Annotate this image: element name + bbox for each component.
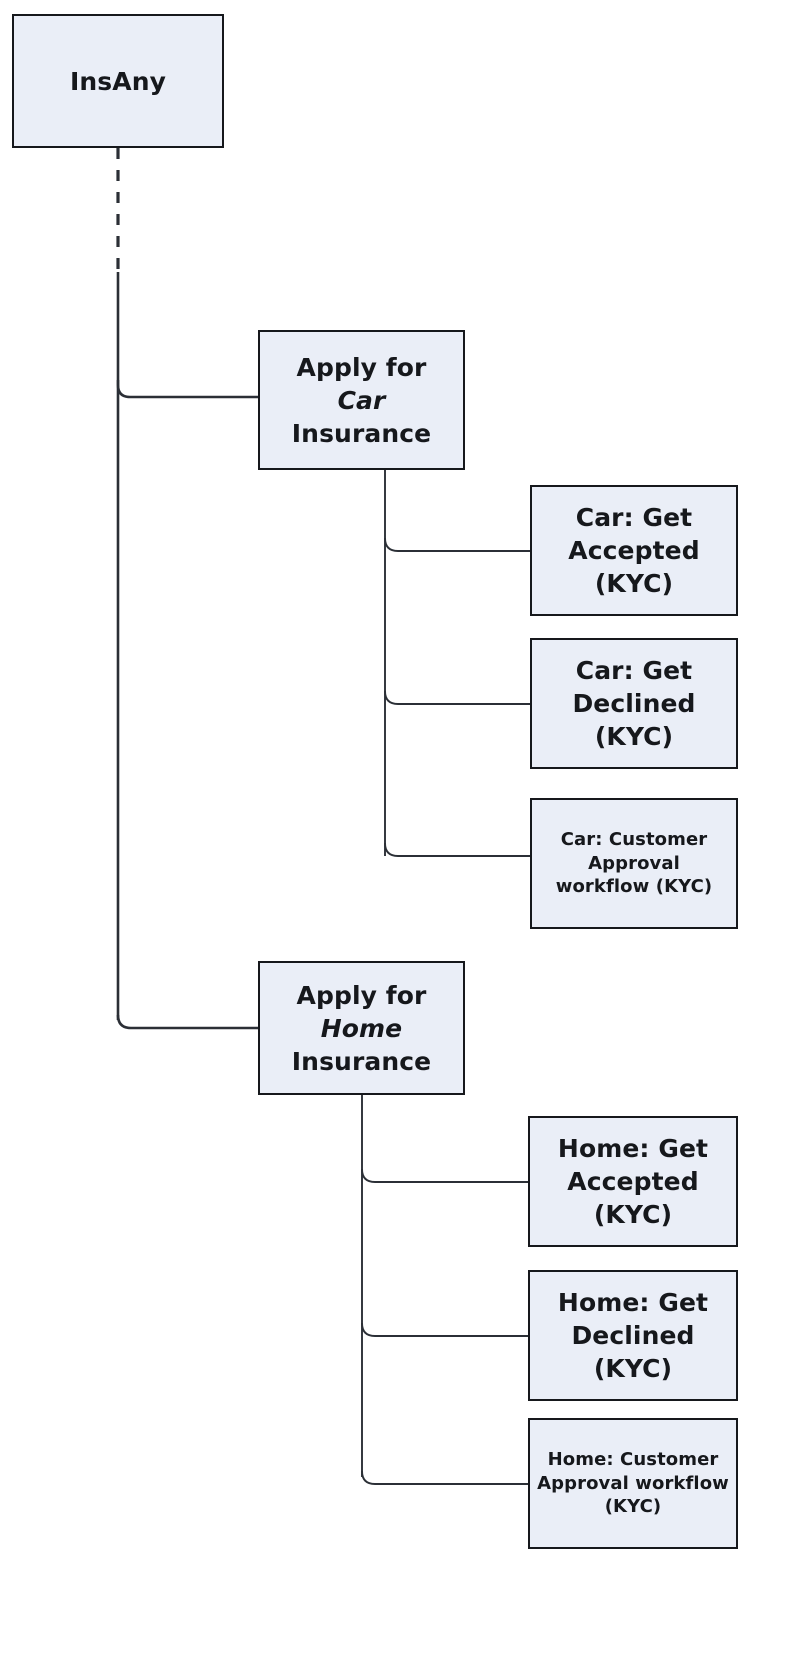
car-declined-line-1: Car: Get	[575, 656, 693, 685]
apply-home-line-1: Apply for	[296, 980, 427, 1010]
home-approval-line-1: Home: Customer	[547, 1448, 719, 1470]
edge-car-to-approval	[384, 842, 530, 857]
edge-home-to-approval	[361, 1470, 528, 1485]
node-apply-for-home-insurance-label: Apply for Home Insurance	[266, 979, 457, 1078]
home-declined-line-1: Home: Get	[557, 1288, 709, 1317]
node-insany[interactable]: InsAny	[12, 14, 224, 148]
node-car-get-declined-kyc[interactable]: Car: Get Declined (KYC)	[530, 638, 738, 769]
node-car-customer-approval-workflow-kyc-label: Car: Customer Approval workflow (KYC)	[538, 828, 730, 899]
edge-trunk-to-apply-home	[116, 1014, 258, 1030]
car-declined-line-3: (KYC)	[594, 722, 674, 751]
car-approval-line-2: Approval	[588, 852, 680, 874]
home-approval-line-2: Approval workflow	[537, 1472, 729, 1494]
edge-home-to-declined	[361, 1322, 528, 1337]
node-apply-for-car-insurance-label: Apply for Car Insurance	[266, 351, 457, 450]
home-accepted-line-1: Home: Get	[557, 1134, 709, 1163]
apply-car-line-3: Insurance	[291, 418, 432, 448]
node-home-get-declined-kyc-label: Home: Get Declined (KYC)	[536, 1286, 730, 1385]
car-accepted-line-3: (KYC)	[594, 569, 674, 598]
node-car-get-accepted-kyc[interactable]: Car: Get Accepted (KYC)	[530, 485, 738, 616]
home-accepted-line-2: Accepted	[567, 1167, 699, 1196]
node-car-get-declined-kyc-label: Car: Get Declined (KYC)	[538, 654, 730, 753]
home-accepted-line-3: (KYC)	[593, 1200, 673, 1229]
node-insany-label: InsAny	[69, 66, 167, 96]
car-approval-line-1: Car: Customer	[560, 828, 708, 850]
node-home-get-accepted-kyc-label: Home: Get Accepted (KYC)	[536, 1132, 730, 1231]
node-apply-for-car-insurance[interactable]: Apply for Car Insurance	[258, 330, 465, 470]
node-home-customer-approval-workflow-kyc[interactable]: Home: Customer Approval workflow (KYC)	[528, 1418, 738, 1549]
home-declined-line-3: (KYC)	[593, 1354, 673, 1383]
car-accepted-line-1: Car: Get	[575, 503, 693, 532]
edge-trunk-to-apply-car	[116, 380, 258, 399]
edge-car-to-accepted	[384, 537, 530, 552]
apply-home-line-2: Home	[320, 1013, 403, 1043]
node-car-get-accepted-kyc-label: Car: Get Accepted (KYC)	[538, 501, 730, 600]
node-car-customer-approval-workflow-kyc[interactable]: Car: Customer Approval workflow (KYC)	[530, 798, 738, 929]
apply-home-line-3: Insurance	[291, 1046, 432, 1076]
node-home-get-accepted-kyc[interactable]: Home: Get Accepted (KYC)	[528, 1116, 738, 1247]
apply-car-line-1: Apply for	[296, 352, 427, 382]
edge-home-to-accepted	[361, 1168, 528, 1183]
node-home-get-declined-kyc[interactable]: Home: Get Declined (KYC)	[528, 1270, 738, 1401]
apply-car-line-2: Car	[337, 385, 386, 415]
home-approval-line-3: (KYC)	[604, 1496, 662, 1518]
car-approval-line-3: workflow (KYC)	[555, 876, 713, 898]
node-home-customer-approval-workflow-kyc-label: Home: Customer Approval workflow (KYC)	[536, 1448, 730, 1519]
car-accepted-line-2: Accepted	[568, 536, 700, 565]
node-apply-for-home-insurance[interactable]: Apply for Home Insurance	[258, 961, 465, 1095]
edge-car-to-declined	[384, 690, 530, 705]
car-declined-line-2: Declined	[572, 689, 696, 718]
home-declined-line-2: Declined	[571, 1321, 695, 1350]
